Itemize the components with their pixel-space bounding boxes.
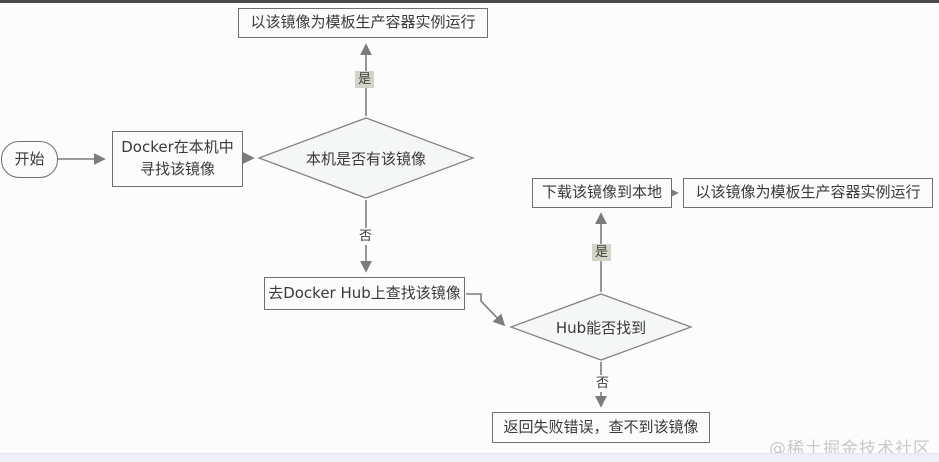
find-local-node: Docker在本机中 寻找该镜像 — [112, 131, 243, 187]
download-node: 下载该镜像到本地 — [532, 178, 672, 208]
edge-label-has-local-no: 否 — [356, 228, 376, 245]
run-container-right-node: 以该镜像为模板生产容器实例运行 — [683, 178, 933, 208]
connector-search-hub-to-hub-decision — [466, 293, 506, 327]
run-container-top-node: 以该镜像为模板生产容器实例运行 — [238, 8, 488, 38]
decision-hub-found-label: Hub能否找到 — [555, 318, 647, 337]
decision-hub-found-shape — [509, 293, 693, 361]
search-hub-node: 去Docker Hub上查找该镜像 — [264, 277, 465, 310]
edge-label-hub-found-no: 否 — [593, 375, 613, 392]
bottom-strip — [0, 453, 939, 462]
decision-has-local-shape — [257, 117, 475, 199]
start-node: 开始 — [1, 141, 58, 178]
top-border-line — [0, 0, 939, 3]
edge-label-has-local-yes: 是 — [355, 71, 375, 88]
decision-has-local-label: 本机是否有该镜像 — [305, 149, 426, 168]
edge-label-hub-found-yes: 是 — [592, 244, 612, 261]
fail-node: 返回失败错误，查不到该镜像 — [492, 412, 710, 443]
